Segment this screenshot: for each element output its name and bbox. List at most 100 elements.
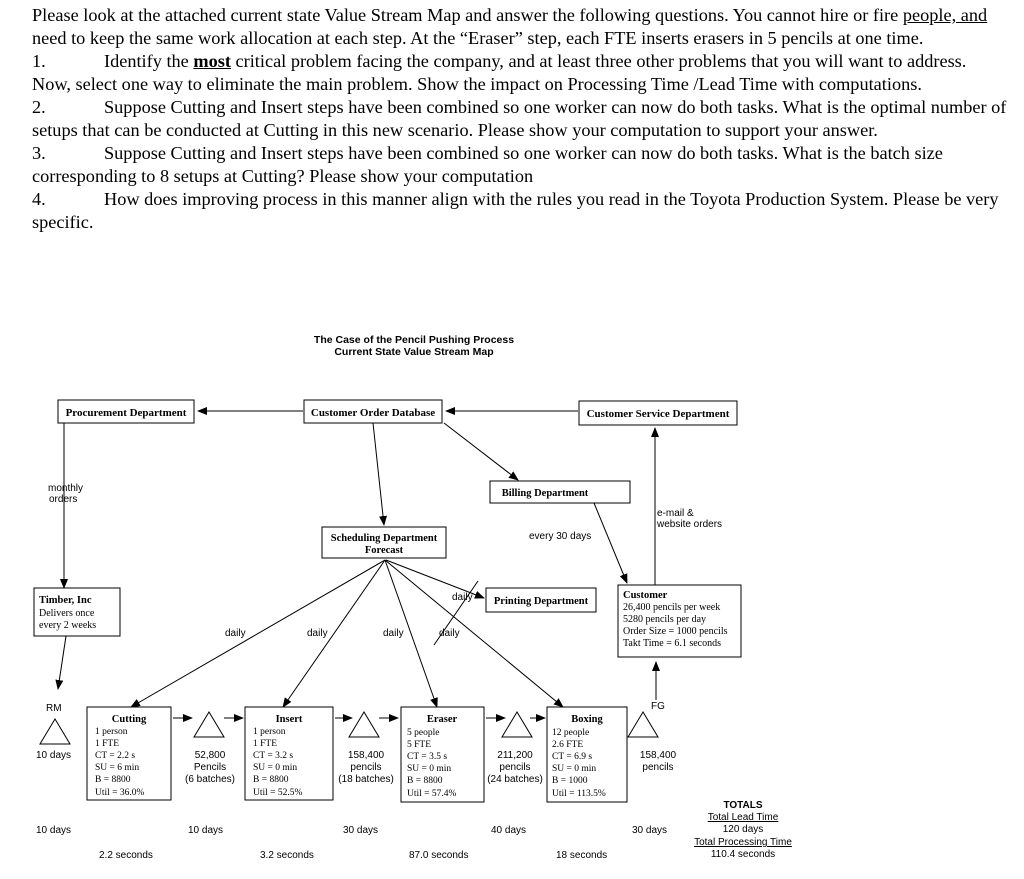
customer-takt-time: Takt Time = 6.1 seconds: [623, 638, 721, 649]
map-title-line-2: Current State Value Stream Map: [334, 346, 493, 358]
email-orders-label: e-mail & website orders: [656, 508, 722, 530]
timeline: 10 days 10 days 30 days 40 days 30 days …: [36, 825, 667, 861]
intro-paragraph: Please look at the attached current stat…: [32, 4, 1007, 50]
daily-line-insert: [282, 559, 386, 708]
daily-label-2: daily: [307, 628, 328, 639]
insert-util: Util = 52.5%: [253, 788, 303, 798]
arrow-billing-to-customer: [593, 502, 628, 584]
total-lead-time-label: Total Lead Time: [708, 812, 779, 823]
fg-label: FG: [651, 701, 665, 712]
eraser-ct: CT = 3.5 s: [407, 752, 447, 762]
timeline-days-4: 40 days: [491, 825, 526, 836]
scheduling-label: Scheduling Department: [331, 533, 438, 544]
map-title: The Case of the Pencil Pushing Process C…: [314, 334, 514, 358]
question-3: 3.Suppose Cutting and Insert steps have …: [32, 142, 1007, 188]
email-text: e-mail &: [657, 508, 694, 519]
cutting-su: SU = 6 min: [95, 763, 139, 773]
daily-label-4: daily: [439, 628, 460, 639]
q4-number: 4.: [32, 189, 46, 209]
arrow-timber-to-rm: [55, 635, 67, 690]
fg-unit: pencils: [642, 762, 673, 773]
question-4: 4.How does improving process in this man…: [32, 188, 1007, 234]
arrow-scheduling-to-printing: [385, 559, 485, 599]
timeline-secs-1: 2.2 seconds: [99, 850, 153, 861]
cutting-fte: 1 FTE: [95, 739, 119, 749]
inv1-unit: Pencils: [194, 762, 226, 773]
boxing-name: Boxing: [571, 714, 603, 725]
billing-label: Billing Department: [502, 488, 589, 499]
process-insert: Insert 1 person 1 FTE CT = 3.2 s SU = 0 …: [244, 706, 334, 801]
timber-frequency: every 2 weeks: [39, 620, 96, 631]
eraser-fte: 5 FTE: [407, 740, 431, 750]
timeline-days-5: 30 days: [632, 825, 667, 836]
total-processing-time-value: 110.4 seconds: [711, 849, 775, 860]
cutting-name: Cutting: [112, 714, 147, 725]
customer-order-database-label: Customer Order Database: [311, 407, 435, 419]
q1-emphasis: most: [193, 51, 231, 71]
arrow-db-to-billing: [443, 422, 519, 481]
boxing-people: 12 people: [552, 728, 589, 738]
procurement-label: Procurement Department: [66, 407, 187, 419]
customer-service-box: Customer Service Department: [578, 400, 738, 426]
cutting-ct: CT = 2.2 s: [95, 751, 135, 761]
eraser-util: Util = 57.4%: [407, 789, 457, 799]
q2-number: 2.: [32, 97, 46, 117]
inv3-unit: pencils: [499, 762, 530, 773]
timber-name: Timber, Inc: [39, 595, 92, 606]
totals: TOTALS Total Lead Time 120 days Total Pr…: [694, 800, 792, 860]
timeline-days-1: 10 days: [36, 825, 71, 836]
customer-service-label: Customer Service Department: [587, 408, 730, 420]
daily-line-boxing: [384, 559, 564, 708]
total-lead-time-value: 120 days: [723, 824, 764, 835]
customer-daily-demand: 5280 pencils per day: [623, 614, 706, 625]
eraser-people: 5 people: [407, 728, 439, 738]
q1-number: 1.: [32, 51, 46, 71]
q2-text: Suppose Cutting and Insert steps have be…: [32, 97, 1007, 140]
q3-number: 3.: [32, 143, 46, 163]
q1-text: Identify the: [104, 51, 189, 71]
daily-schedule-lines: [130, 559, 564, 708]
inv1-batches: (6 batches): [185, 774, 235, 785]
insert-batch: B = 8800: [253, 775, 289, 785]
insert-people: 1 person: [253, 727, 286, 737]
billing-box: Billing Department: [489, 480, 631, 504]
timeline-days-2: 10 days: [188, 825, 223, 836]
intro-text: Please look at the attached current stat…: [32, 5, 899, 25]
eraser-su: SU = 0 min: [407, 764, 451, 774]
rm-label: RM: [46, 703, 62, 714]
inv3-qty: 211,200: [497, 750, 533, 761]
cutting-people: 1 person: [95, 727, 128, 737]
printing-box: Printing Department: [485, 587, 597, 613]
boxing-su: SU = 0 min: [552, 764, 596, 774]
rm-days: 10 days: [36, 750, 71, 761]
customer-order-database-box: Customer Order Database: [303, 399, 443, 424]
map-title-line-1: The Case of the Pencil Pushing Process: [314, 334, 514, 346]
timber-delivery: Delivers once: [39, 608, 95, 619]
daily-line-printing: [433, 580, 479, 646]
q3-text: Suppose Cutting and Insert steps have be…: [32, 143, 943, 186]
timeline-secs-3: 87.0 seconds: [409, 850, 469, 861]
inventory-triangle-rm: [39, 718, 71, 745]
timeline-days-3: 30 days: [343, 825, 378, 836]
fg-qty: 158,400: [640, 750, 677, 761]
scheduling-box: Scheduling Department Forecast: [321, 526, 447, 559]
intro-underlined: people, and: [902, 5, 988, 25]
inventory-triangle-fg: [627, 711, 659, 738]
printing-label: Printing Department: [494, 596, 589, 607]
inv2-unit: pencils: [350, 762, 381, 773]
customer-weekly-demand: 26,400 pencils per week: [623, 602, 720, 613]
inventory-triangle-1: [193, 711, 225, 738]
forecast-label: Forecast: [365, 545, 404, 556]
inventory-labels: 10 days 52,800 Pencils (6 batches) 158,4…: [36, 750, 677, 785]
process-boxing: Boxing 12 people 2.6 FTE CT = 6.9 s SU =…: [546, 706, 628, 803]
question-1: 1.Identify the most critical problem fac…: [32, 50, 1007, 96]
q4-text: How does improving process in this manne…: [32, 189, 999, 232]
procurement-box: Procurement Department: [57, 399, 195, 424]
timber-supplier: Timber, Inc Delivers once every 2 weeks: [33, 587, 121, 637]
monthly-text: monthly: [48, 483, 83, 494]
eraser-name: Eraser: [427, 714, 458, 725]
question-2: 2.Suppose Cutting and Insert steps have …: [32, 96, 1007, 142]
inventory-triangle-2: [348, 711, 380, 738]
cutting-util: Util = 36.0%: [95, 788, 145, 798]
